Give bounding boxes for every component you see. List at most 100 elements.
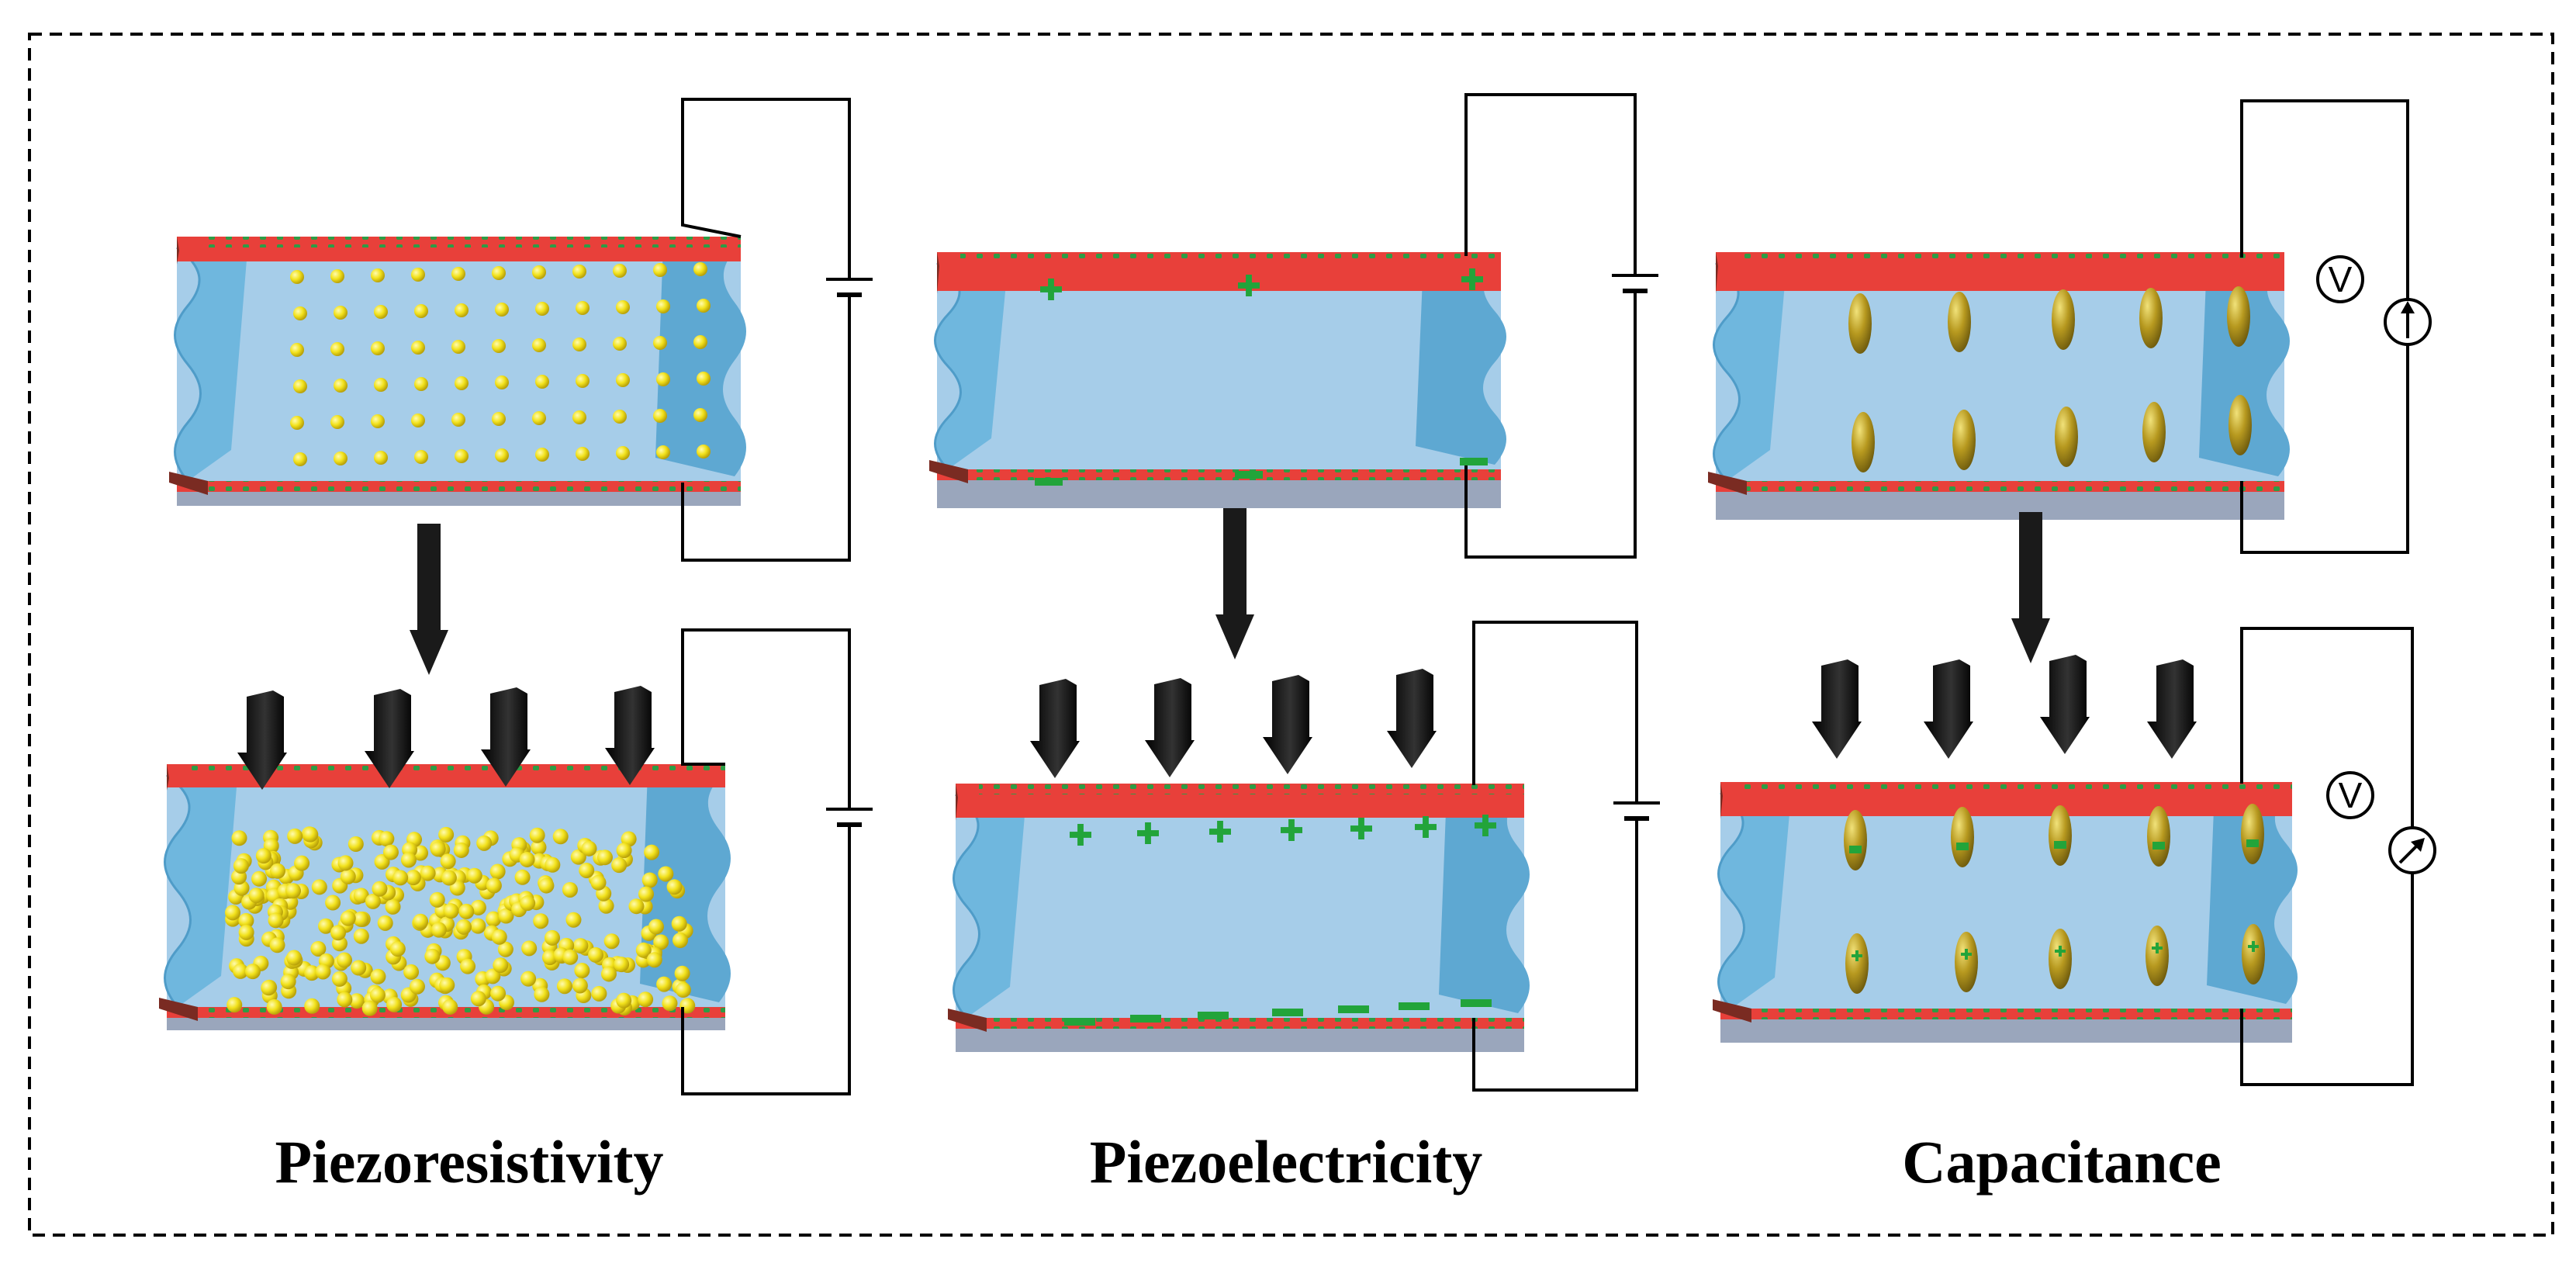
particle — [697, 299, 711, 313]
particle — [674, 965, 690, 981]
particle — [492, 339, 506, 353]
particle — [616, 446, 630, 460]
ellipsoid-particle — [1951, 807, 1974, 867]
particle — [226, 997, 243, 1013]
ellipsoid-particle — [1845, 933, 1869, 994]
particle — [493, 957, 509, 974]
battery-icon — [826, 278, 873, 297]
particle — [440, 853, 456, 870]
particle — [386, 996, 403, 1012]
particle — [648, 919, 664, 935]
left-wall-edge — [164, 773, 192, 1008]
particle — [598, 898, 614, 914]
particle — [491, 929, 507, 945]
particle — [330, 269, 344, 283]
particle — [556, 978, 572, 995]
particle — [280, 974, 296, 990]
particle — [458, 903, 475, 919]
particle — [379, 831, 395, 847]
positive-charge — [1469, 268, 1475, 290]
particle — [653, 263, 667, 277]
particle — [666, 879, 683, 895]
pressure-arrow-icon — [1812, 659, 1862, 759]
particle — [581, 840, 597, 856]
particle — [466, 867, 482, 884]
particle — [353, 911, 369, 927]
positive-charge — [1288, 819, 1295, 841]
bottom-electrode-edge — [198, 1007, 725, 1018]
particle — [529, 827, 545, 843]
left-wall-edge — [174, 246, 202, 482]
particle — [385, 898, 401, 915]
ellipsoid-particle — [2049, 805, 2072, 866]
particle — [470, 918, 486, 934]
particle — [470, 991, 486, 1007]
ellipsoid-particle — [2241, 804, 2264, 864]
positive-charge — [1077, 824, 1084, 846]
particle — [476, 835, 493, 851]
negative-charge — [1338, 1005, 1369, 1013]
particle — [374, 305, 388, 319]
pressure-arrow-icon — [2040, 655, 2090, 754]
circuit-wire — [1472, 621, 1638, 803]
ellipsoid-particle — [2142, 402, 2166, 462]
top-electrode-side — [167, 764, 169, 791]
particle — [361, 1000, 378, 1016]
particle — [294, 855, 310, 871]
bottom-electrode-side — [948, 1009, 987, 1032]
particle — [590, 874, 607, 891]
particle — [572, 265, 586, 279]
positive-charge — [2059, 946, 2062, 957]
negative-charge — [1235, 471, 1263, 479]
piezoelectricity-unstrained-sensor — [929, 252, 1506, 508]
particle — [562, 881, 578, 898]
particle — [268, 912, 284, 929]
ellipsoid-particle — [2139, 288, 2163, 348]
pressure-arrow-icon — [2147, 659, 2197, 759]
ammeter-bottom-icon — [2388, 826, 2436, 874]
particle — [535, 375, 549, 389]
particle — [231, 830, 247, 846]
particle — [330, 342, 344, 356]
particle — [616, 992, 632, 1009]
particle — [572, 938, 589, 954]
particle — [392, 870, 409, 886]
particle — [337, 855, 354, 871]
top-electrode-side — [956, 784, 958, 821]
ellipsoid-particle — [2049, 929, 2072, 989]
left-wall-edge — [1713, 261, 1741, 482]
particle — [697, 445, 711, 459]
particle — [248, 888, 265, 904]
particle — [293, 379, 307, 393]
particle — [638, 886, 654, 902]
left-wall-edge — [1717, 791, 1745, 1010]
positive-charge — [1358, 818, 1364, 839]
particle — [451, 413, 465, 427]
particle — [353, 888, 369, 904]
particle — [490, 985, 507, 1002]
circuit-wire — [1464, 291, 1637, 559]
label-piezoresistivity: Piezoresistivity — [275, 1128, 663, 1196]
bottom-electrode-edge — [208, 481, 741, 492]
particle — [596, 850, 613, 866]
particle — [545, 856, 561, 873]
particle — [656, 445, 670, 459]
circuit-wire — [681, 295, 851, 562]
particle — [290, 270, 304, 284]
ellipsoid-particle — [2052, 289, 2075, 350]
particle — [269, 937, 285, 953]
particle — [656, 976, 673, 992]
ellipsoid-particle — [1955, 932, 1978, 992]
particle — [269, 863, 285, 879]
particle — [286, 950, 303, 966]
particle — [315, 964, 331, 980]
particle — [574, 963, 590, 979]
capacitance-strained-sensor — [1713, 782, 2298, 1043]
particle — [340, 868, 356, 884]
ellipsoid-particle — [2228, 395, 2252, 455]
particle — [287, 828, 303, 844]
negative-charge — [1399, 1002, 1430, 1010]
particle — [486, 877, 502, 894]
positive-charge — [1423, 816, 1429, 838]
